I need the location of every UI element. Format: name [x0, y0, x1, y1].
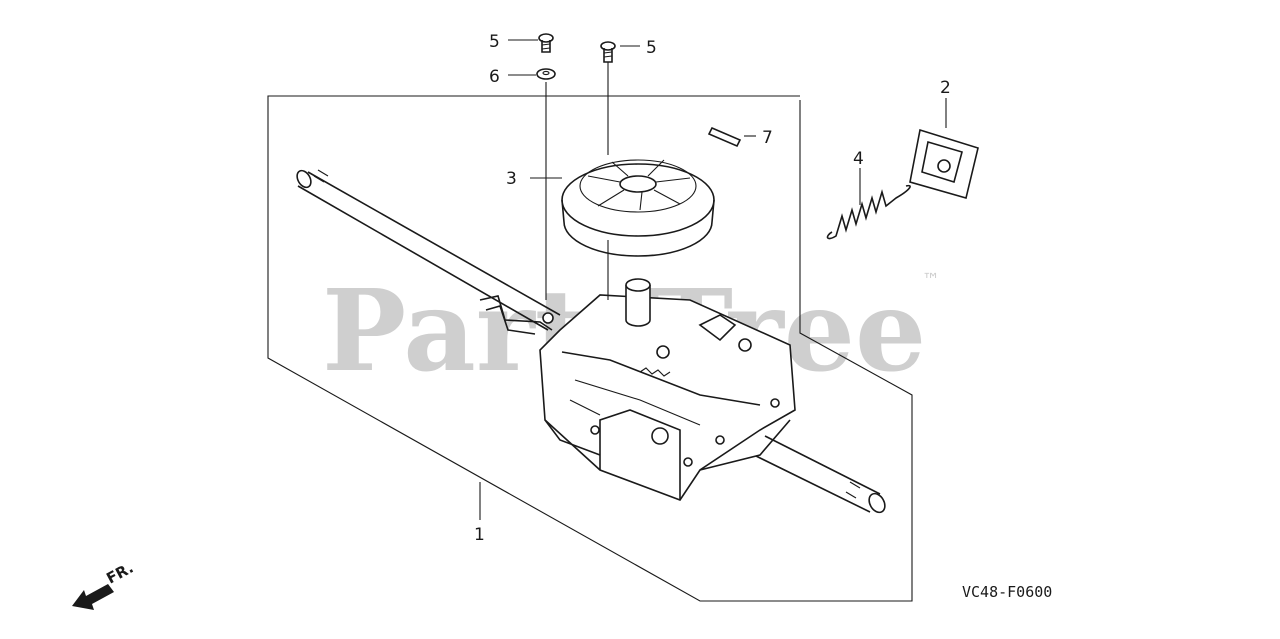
callout-5-right: 5: [646, 38, 657, 58]
callout-5-left: 5: [489, 32, 500, 52]
screw-part-5b: [600, 41, 616, 63]
pulley: [561, 159, 715, 257]
diagram-code: VC48-F0600: [962, 583, 1052, 601]
transmission-housing: [479, 278, 796, 501]
screw-part-5a: [538, 33, 554, 53]
plate-part-2: [909, 128, 979, 199]
washer-part-6: [536, 68, 556, 80]
callout-1: 1: [474, 525, 485, 545]
pin-part-7: [707, 126, 742, 148]
callout-labels: 1 2 3 4 5 5 6 7: [474, 32, 951, 545]
front-label: FR.: [103, 559, 136, 588]
callout-3: 3: [506, 169, 517, 189]
assembly-boundary: [267, 95, 913, 602]
watermark-trademark: ™: [922, 270, 940, 291]
front-direction-arrow: FR.: [72, 559, 136, 610]
callout-7: 7: [762, 128, 773, 148]
callout-4: 4: [853, 149, 864, 169]
axle-shaft: [296, 169, 886, 514]
callout-6: 6: [489, 67, 500, 87]
leader-lines: [479, 39, 947, 520]
spring-part-4: [826, 184, 911, 240]
callout-2: 2: [940, 78, 951, 98]
